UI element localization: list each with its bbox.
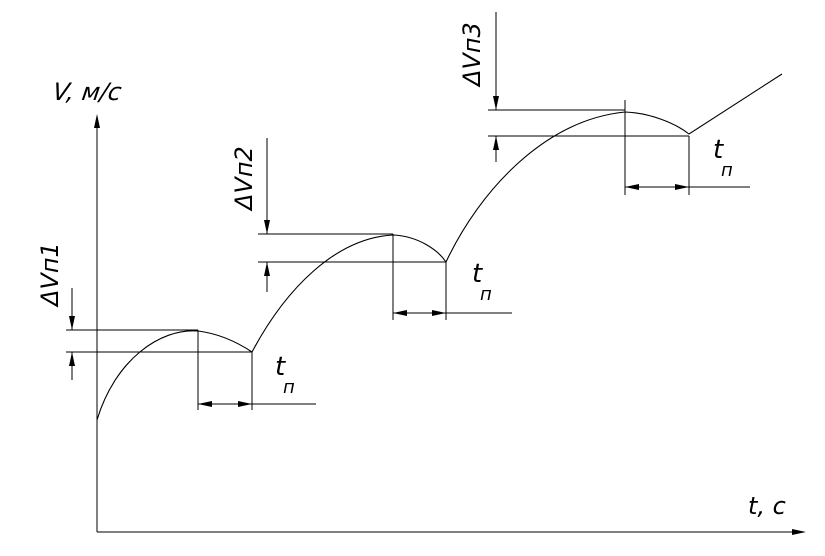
stage3-t-sub: п bbox=[721, 160, 733, 181]
x-axis-arrow bbox=[792, 529, 806, 535]
stage1-t-arrow-left bbox=[198, 401, 212, 407]
stage2-dv-arrow-down bbox=[264, 220, 270, 234]
x-axis-label: t, с bbox=[748, 492, 786, 520]
stage3-dv-label: ΔVп3 bbox=[458, 22, 486, 88]
stage3-t-label: t bbox=[713, 135, 724, 165]
stage1-t-label: t bbox=[275, 352, 286, 382]
stage3-t-arrow-right bbox=[675, 184, 689, 190]
stage2-dv-arrow-up bbox=[264, 262, 270, 276]
stage1-dv-arrow-up bbox=[69, 352, 75, 366]
stage2-t-label: t bbox=[472, 259, 483, 289]
stage1-dv-label: ΔVп1 bbox=[36, 242, 64, 308]
speed-curve bbox=[96, 73, 783, 421]
stage2-dv-label: ΔVп2 bbox=[230, 146, 258, 212]
stage1-dv-arrow-down bbox=[69, 316, 75, 330]
y-axis-label: V, м/с bbox=[51, 78, 123, 106]
stage2-t-arrow-left bbox=[393, 310, 407, 316]
stage1-t-sub: п bbox=[283, 377, 295, 398]
stage3-t-arrow-left bbox=[625, 184, 639, 190]
stage3-dv-arrow-up bbox=[493, 136, 499, 150]
stage2-t-arrow-right bbox=[432, 310, 446, 316]
stage3-dv-arrow-down bbox=[493, 96, 499, 110]
stage1-t-arrow-right bbox=[238, 401, 252, 407]
stage2-t-sub: п bbox=[480, 284, 492, 305]
y-axis-arrow bbox=[94, 114, 100, 128]
